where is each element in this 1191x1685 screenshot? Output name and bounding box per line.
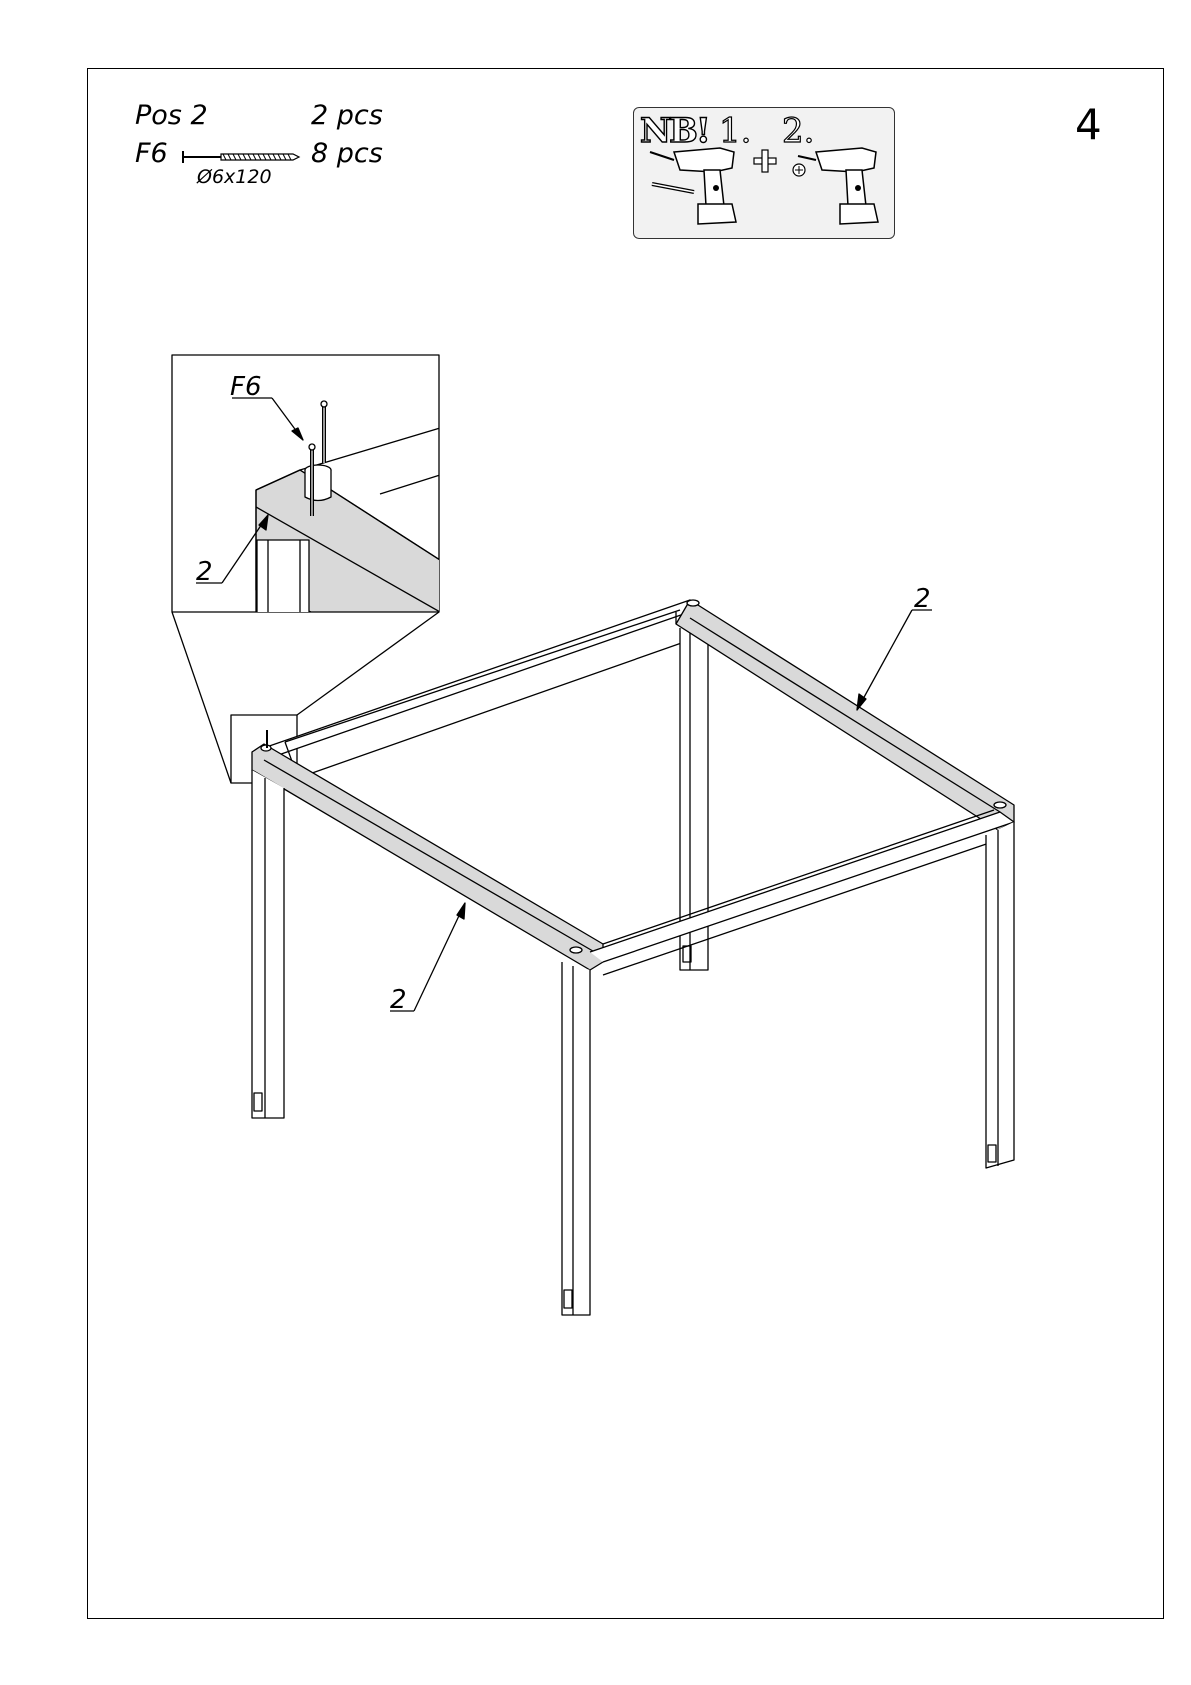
detail-label-f6: F6 [230, 372, 262, 402]
callout-back-right-rail: 2 [914, 584, 931, 614]
detail-label-part: 2 [196, 557, 213, 587]
rail-front-left [252, 744, 603, 970]
zoom-line [172, 612, 231, 783]
detail-corner [256, 401, 440, 620]
callout-front-left-rail: 2 [390, 985, 407, 1015]
